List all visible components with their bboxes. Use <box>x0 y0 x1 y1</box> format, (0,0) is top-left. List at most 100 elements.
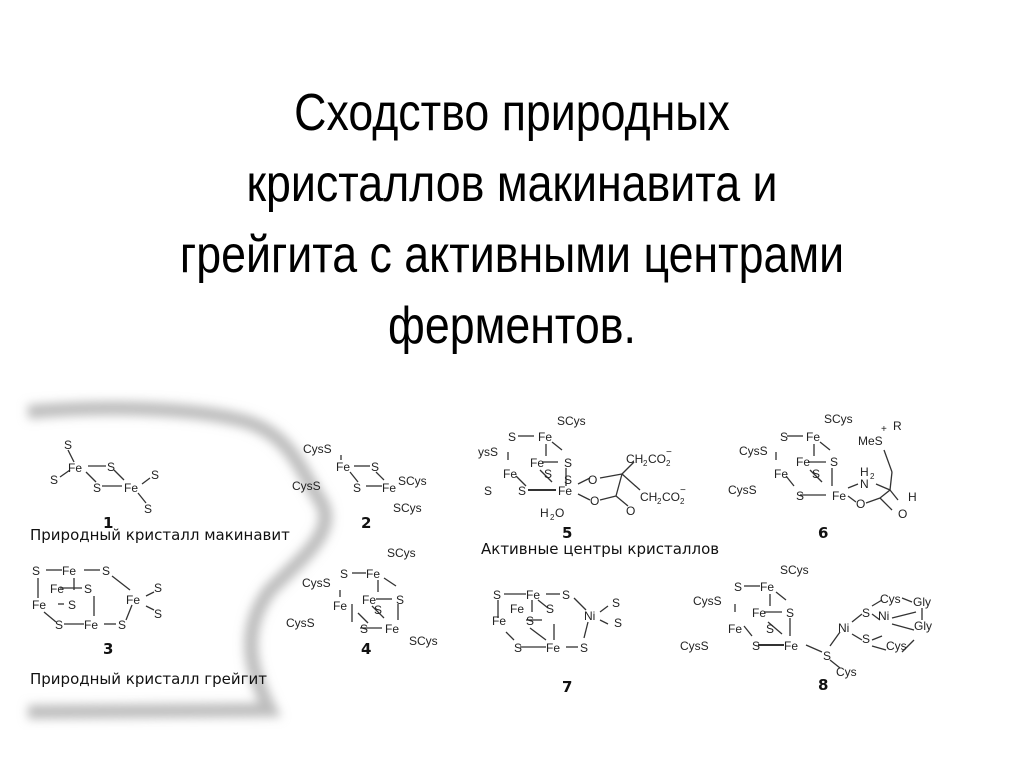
svg-text:S: S <box>830 455 838 469</box>
svg-text:S: S <box>493 588 501 602</box>
svg-text:CysS: CysS <box>292 479 321 493</box>
svg-text:S: S <box>84 582 92 596</box>
svg-text:SCys: SCys <box>824 412 853 426</box>
svg-text:2: 2 <box>643 459 648 468</box>
svg-text:CysS: CysS <box>739 444 768 458</box>
svg-text:Fe: Fe <box>333 599 347 613</box>
svg-text:S: S <box>508 430 516 444</box>
svg-text:Fe: Fe <box>32 598 46 612</box>
svg-text:S: S <box>102 564 110 578</box>
caption-mackinawite: Природный кристалл макинавит <box>30 526 290 544</box>
svg-text:2: 2 <box>657 497 662 506</box>
svg-text:Fe: Fe <box>796 455 810 469</box>
svg-text:Fe: Fe <box>126 593 140 607</box>
svg-text:S: S <box>353 481 361 495</box>
structure-number-7: 7 <box>562 678 573 696</box>
structure-number-3: 3 <box>103 640 114 658</box>
svg-text:SCys: SCys <box>409 634 438 648</box>
svg-text:S: S <box>823 649 831 663</box>
svg-text:S: S <box>144 502 152 516</box>
svg-text:S: S <box>544 467 552 481</box>
svg-text:S: S <box>68 598 76 612</box>
svg-text:S: S <box>580 641 588 655</box>
structure-number-2: 2 <box>361 514 372 532</box>
svg-text:S: S <box>796 489 804 503</box>
svg-text:O: O <box>590 494 599 508</box>
svg-text:H: H <box>540 506 549 520</box>
svg-text:2: 2 <box>870 472 875 481</box>
svg-text:Fe: Fe <box>784 639 798 653</box>
svg-text:S: S <box>752 639 760 653</box>
svg-text:CH: CH <box>626 452 643 466</box>
svg-text:CysS: CysS <box>728 483 757 497</box>
structure-number-8: 8 <box>818 676 829 694</box>
svg-text:S: S <box>562 588 570 602</box>
svg-text:S: S <box>862 632 870 646</box>
svg-text:S: S <box>374 603 382 617</box>
caption-active-centers: Активные центры кристаллов <box>481 540 720 558</box>
svg-text:S: S <box>151 468 159 482</box>
svg-text:2: 2 <box>666 459 671 468</box>
svg-text:S: S <box>564 456 572 470</box>
svg-text:Cys: Cys <box>886 639 907 653</box>
svg-text:Fe: Fe <box>362 593 376 607</box>
svg-text:SCys: SCys <box>393 501 422 515</box>
svg-text:S: S <box>93 481 101 495</box>
svg-text:−: − <box>680 485 686 496</box>
svg-text:Gly: Gly <box>914 619 932 633</box>
svg-text:Fe: Fe <box>558 484 572 498</box>
svg-text:Fe: Fe <box>503 467 517 481</box>
svg-text:H: H <box>860 465 869 479</box>
svg-text:Cys: Cys <box>836 665 857 679</box>
svg-text:Fe: Fe <box>382 481 396 495</box>
svg-text:CysS: CysS <box>286 616 315 630</box>
svg-text:S: S <box>484 484 492 498</box>
svg-text:S: S <box>118 618 126 632</box>
svg-text:S: S <box>612 596 620 610</box>
svg-text:S: S <box>546 602 554 616</box>
svg-text:Fe: Fe <box>62 564 76 578</box>
title-line-4: ферментов. <box>388 297 636 355</box>
svg-text:CH: CH <box>640 490 657 504</box>
natural-crystal-region <box>27 401 333 719</box>
svg-text:S: S <box>107 460 115 474</box>
svg-text:Gly: Gly <box>913 595 931 609</box>
svg-text:S: S <box>734 580 742 594</box>
svg-text:Fe: Fe <box>366 567 380 581</box>
structure-number-4: 4 <box>361 640 372 658</box>
svg-text:CysS: CysS <box>303 442 332 456</box>
svg-text:S: S <box>340 567 348 581</box>
svg-text:SCys: SCys <box>780 563 809 577</box>
svg-text:CysS: CysS <box>680 639 709 653</box>
svg-text:Ni: Ni <box>878 609 889 623</box>
svg-text:Ni: Ni <box>838 621 849 635</box>
svg-text:O: O <box>555 506 564 520</box>
svg-text:CO: CO <box>662 490 680 504</box>
svg-text:Fe: Fe <box>546 641 560 655</box>
svg-text:Fe: Fe <box>538 430 552 444</box>
svg-text:ysS: ysS <box>478 445 498 459</box>
svg-text:S: S <box>518 484 526 498</box>
svg-text:+: + <box>881 424 887 435</box>
svg-text:Fe: Fe <box>68 461 82 475</box>
svg-text:SCys: SCys <box>387 546 416 560</box>
svg-text:S: S <box>862 606 870 620</box>
title-line-2: кристаллов макинавита и <box>246 155 778 213</box>
svg-text:2: 2 <box>550 513 555 522</box>
svg-text:Fe: Fe <box>760 580 774 594</box>
svg-text:SCys: SCys <box>557 414 586 428</box>
svg-text:S: S <box>614 616 622 630</box>
svg-text:CysS: CysS <box>693 594 722 608</box>
svg-text:2: 2 <box>680 497 685 506</box>
svg-text:N: N <box>860 477 869 491</box>
svg-text:Fe: Fe <box>752 606 766 620</box>
svg-text:Fe: Fe <box>385 622 399 636</box>
svg-text:O: O <box>898 507 907 521</box>
svg-text:S: S <box>154 607 162 621</box>
svg-text:CysS: CysS <box>302 576 331 590</box>
svg-text:S: S <box>526 614 534 628</box>
structure-number-5: 5 <box>562 524 573 542</box>
svg-text:S: S <box>64 438 72 452</box>
svg-text:Fe: Fe <box>806 430 820 444</box>
